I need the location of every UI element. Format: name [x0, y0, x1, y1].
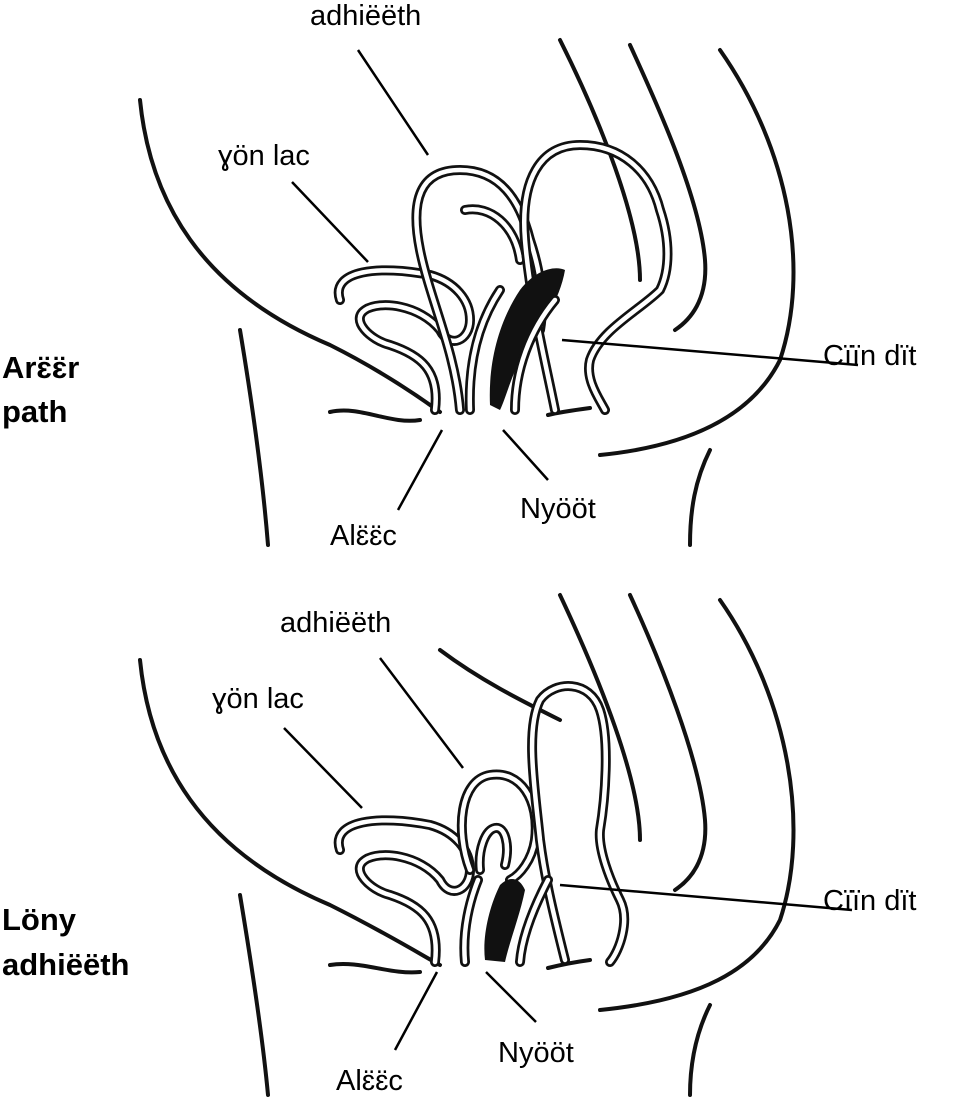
leader-uterus-2: [379, 657, 464, 769]
back-line: [558, 38, 642, 282]
label-rectum-2: Cïïn dït: [823, 885, 917, 917]
label-urethra-2: Alɛ̈ɛ̈c: [336, 1065, 403, 1097]
leader-vagina: [502, 429, 549, 481]
inner-thigh-2: [688, 1003, 712, 1097]
leader-uterus: [356, 49, 430, 156]
thigh-outline: [238, 328, 270, 547]
label-bladder: ɣön lac: [218, 140, 310, 172]
label-uterus-2: adhiëëth: [280, 607, 391, 639]
panel-prolapse: adhiëëth ɣön lac Cïïn dït Alɛ̈ɛ̈c Nyööt …: [2, 593, 917, 1097]
bladder-2: [333, 815, 475, 967]
leader-urethra-2: [393, 971, 439, 1051]
uterus-prolapsed: [456, 769, 541, 885]
rectum: [519, 140, 673, 415]
vaginal-cavity-2: [484, 878, 525, 962]
side-label-line1-2: Löny: [2, 902, 77, 937]
uterus: [411, 165, 547, 415]
label-vagina: Nyööt: [520, 493, 596, 525]
abdomen-outline-2: [138, 658, 442, 967]
side-label-line2-2: adhiëëth: [2, 947, 129, 982]
leader-urethra: [396, 429, 444, 511]
buttock-outline: [598, 48, 796, 457]
side-label-line1: Arɛ̈ɛ̈r: [2, 350, 79, 385]
leader-rectum-2: [559, 883, 853, 912]
perineum-line: [328, 406, 592, 423]
leader-bladder-2: [283, 727, 363, 809]
label-rectum: Cïïn dït: [823, 340, 917, 372]
leader-vagina-2: [485, 971, 537, 1023]
label-uterus: adhiëëth: [310, 0, 421, 32]
thigh-outline-2: [238, 893, 270, 1097]
leader-bladder: [291, 181, 369, 263]
abdomen-outline: [138, 98, 442, 414]
sacrum-outline-2: [628, 593, 708, 892]
leader-rectum: [561, 338, 859, 367]
inner-thigh: [688, 448, 712, 547]
label-urethra: Alɛ̈ɛ̈c: [330, 520, 397, 552]
label-vagina-2: Nyööt: [498, 1037, 574, 1069]
side-label-line2: path: [2, 394, 67, 429]
buttock-outline-2: [598, 598, 796, 1012]
panel-normal: adhiëëth ɣön lac Cïïn dït Alɛ̈ɛ̈c Nyööt …: [2, 0, 917, 552]
back-line-2: [558, 593, 642, 842]
rectum-2: [527, 681, 630, 967]
sacrum-outline: [628, 43, 708, 332]
label-bladder-2: ɣön lac: [212, 683, 304, 715]
